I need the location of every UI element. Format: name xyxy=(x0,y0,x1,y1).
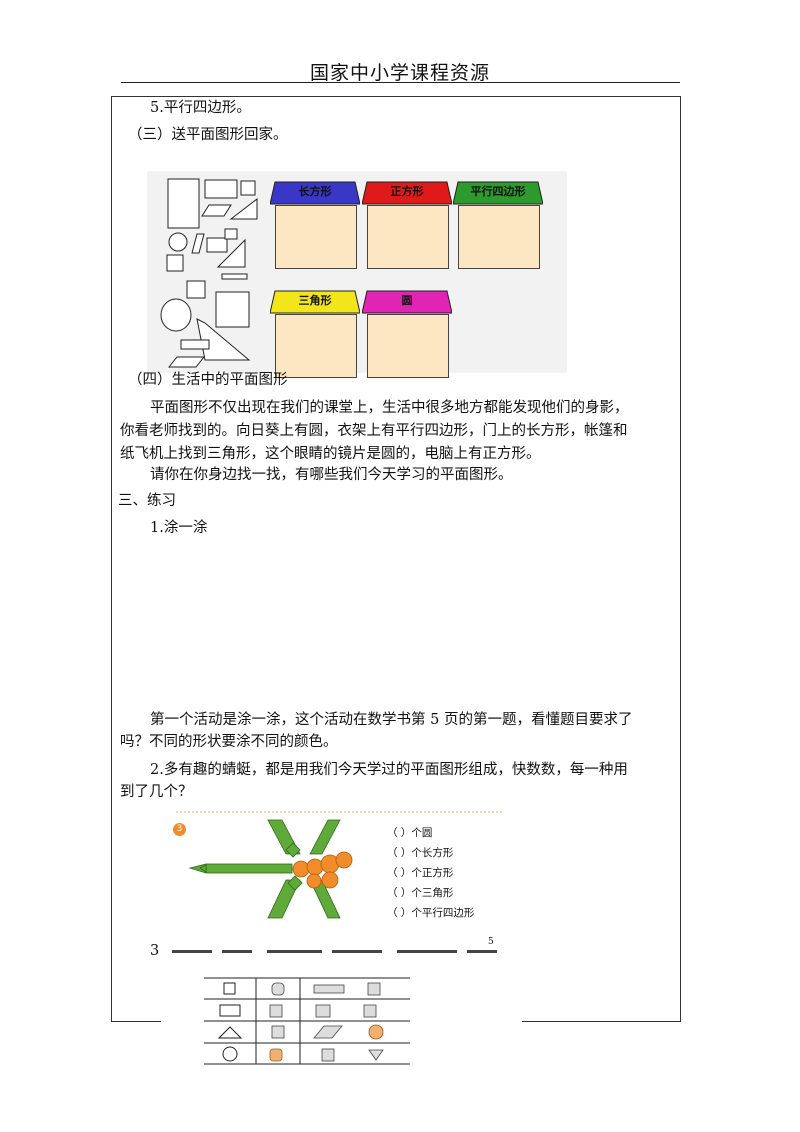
count-square: （ ）个正方形 xyxy=(387,867,454,879)
section-4-heading: （四）生活中的平面图形 xyxy=(128,372,288,388)
dragonfly-drawing xyxy=(176,811,504,919)
content-frame xyxy=(111,96,681,1022)
question-number-badge: 3 xyxy=(173,823,186,836)
house-body-square[interactable] xyxy=(367,205,449,269)
exercise-3-number: 3 xyxy=(150,943,160,959)
exercise-3-cropped-text xyxy=(172,950,497,953)
count-parallelogram: （ ）个平行四边形 xyxy=(387,907,475,919)
house-roof-square xyxy=(362,181,452,205)
exercise-2-line1: 2.多有趣的蜻蜓，都是用我们今天学过的平面图形组成，快数数，每一种用 xyxy=(150,762,628,778)
house-label-rectangle: 长方形 xyxy=(298,185,332,198)
shape-sorting-figure xyxy=(147,171,567,373)
count-rectangle: （ ）个长方形 xyxy=(387,847,454,859)
section-3-heading: （三）送平面图形回家。 xyxy=(128,127,288,143)
house-body-circle[interactable] xyxy=(367,314,449,378)
page-header-title: 国家中小学课程资源 xyxy=(309,62,490,84)
header-rule xyxy=(121,82,680,83)
bottom-rule-left xyxy=(111,1021,161,1022)
dragonfly-figure xyxy=(170,808,510,948)
para1-line3: 纸飞机上找到三角形，这个眼睛的镜片是圆的，电脑上有正方形。 xyxy=(120,446,541,462)
para1-line1: 平面图形不仅出现在我们的课堂上，生活中很多地方都能发现他们的身影， xyxy=(150,400,629,416)
house-roof-parallelogram xyxy=(453,181,543,205)
house-body-rectangle[interactable] xyxy=(275,205,357,269)
house-body-triangle[interactable] xyxy=(275,314,357,378)
exercise-2-line2: 到了几个？ xyxy=(120,784,193,800)
bottom-rule-right xyxy=(522,1021,680,1022)
house-label-circle: 圆 xyxy=(401,294,413,307)
house-roof-rectangle xyxy=(270,181,360,205)
book-page-number: 5 xyxy=(488,937,494,947)
practice-heading: 三、练习 xyxy=(118,493,176,509)
house-roof-circle xyxy=(362,290,452,314)
house-label-triangle: 三角形 xyxy=(298,294,332,307)
house-roof-triangle xyxy=(270,290,360,314)
loose-shapes xyxy=(160,178,258,368)
para2: 请你在你身边找一找，有哪些我们今天学习的平面图形。 xyxy=(150,467,513,483)
count-circle: （ ）个圆 xyxy=(387,827,433,839)
para1-line2: 你看老师找到的。向日葵上有圆，衣架上有平行四边形，门上的长方形，帐篷和 xyxy=(120,423,628,439)
house-label-square: 正方形 xyxy=(390,185,424,198)
exercise-3-shape-table xyxy=(204,977,410,1065)
exercise-1-desc-line2: 吗？不同的形状要涂不同的颜色。 xyxy=(120,734,338,750)
house-label-parallelogram: 平行四边形 xyxy=(470,185,526,198)
count-triangle: （ ）个三角形 xyxy=(387,887,454,899)
exercise-1-desc-line1: 第一个活动是涂一涂，这个活动在数学书第 5 页的第一题，看懂题目要求了 xyxy=(150,712,633,728)
exercise-1-title: 1.涂一涂 xyxy=(150,520,208,536)
shape-table-drawing xyxy=(204,977,410,1065)
house-body-parallelogram[interactable] xyxy=(458,205,540,269)
item-5: 5.平行四边形。 xyxy=(150,100,251,116)
